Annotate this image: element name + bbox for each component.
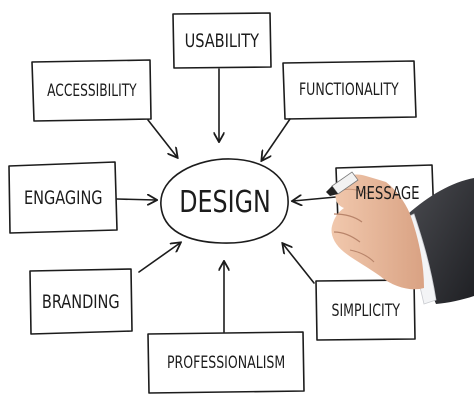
hand-with-marker [326, 171, 474, 305]
arrow-accessibility [147, 119, 177, 157]
box-engaging [8, 161, 118, 234]
box-professionalism [147, 331, 305, 394]
ellipse-design [160, 158, 289, 244]
box-branding [29, 268, 133, 335]
arrow-engaging [116, 199, 156, 200]
box-simplicity [315, 279, 416, 341]
box-functionality [282, 60, 417, 120]
box-usability [172, 12, 272, 69]
box-accessibility [31, 59, 152, 122]
arrow-simplicity [283, 244, 315, 284]
arrow-branding [138, 243, 180, 273]
arrow-functionality [262, 118, 291, 160]
arrow-message [293, 197, 337, 201]
